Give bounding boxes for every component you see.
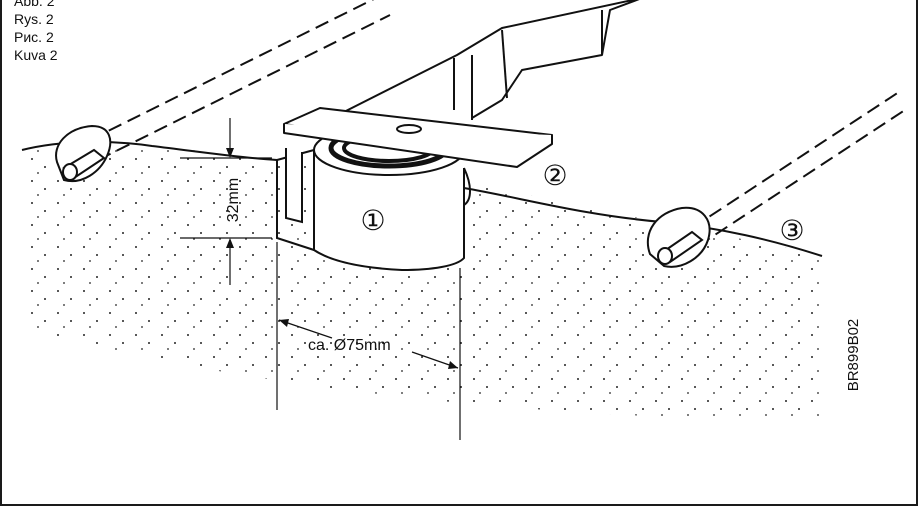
left-boundary-wire	[55, 0, 391, 183]
callout-two: ②	[542, 160, 567, 191]
figure-label-fi: Kuva 2	[14, 47, 58, 63]
figure-label-de: Abb. 2	[14, 0, 55, 9]
callout-one: ①	[360, 205, 385, 236]
right-boundary-wire	[646, 89, 909, 268]
diameter-dimension: ca. Ø75mm	[276, 242, 461, 440]
cutting-tool	[331, 0, 640, 120]
figure-label-list: Abb. 2 Rys. 2 Рис. 2 Kuva 2	[14, 0, 58, 64]
diameter-dimension-label: ca. Ø75mm	[308, 337, 391, 354]
figure-label-ru: Рис. 2	[14, 29, 54, 45]
figure-code: BR899B02	[845, 319, 862, 392]
figure-label-pl: Rys. 2	[14, 11, 54, 27]
callout-three: ③	[779, 215, 804, 246]
height-dimension: 32mm	[180, 118, 272, 285]
flat-plate	[283, 107, 553, 168]
height-dimension-label: 32mm	[225, 178, 242, 222]
